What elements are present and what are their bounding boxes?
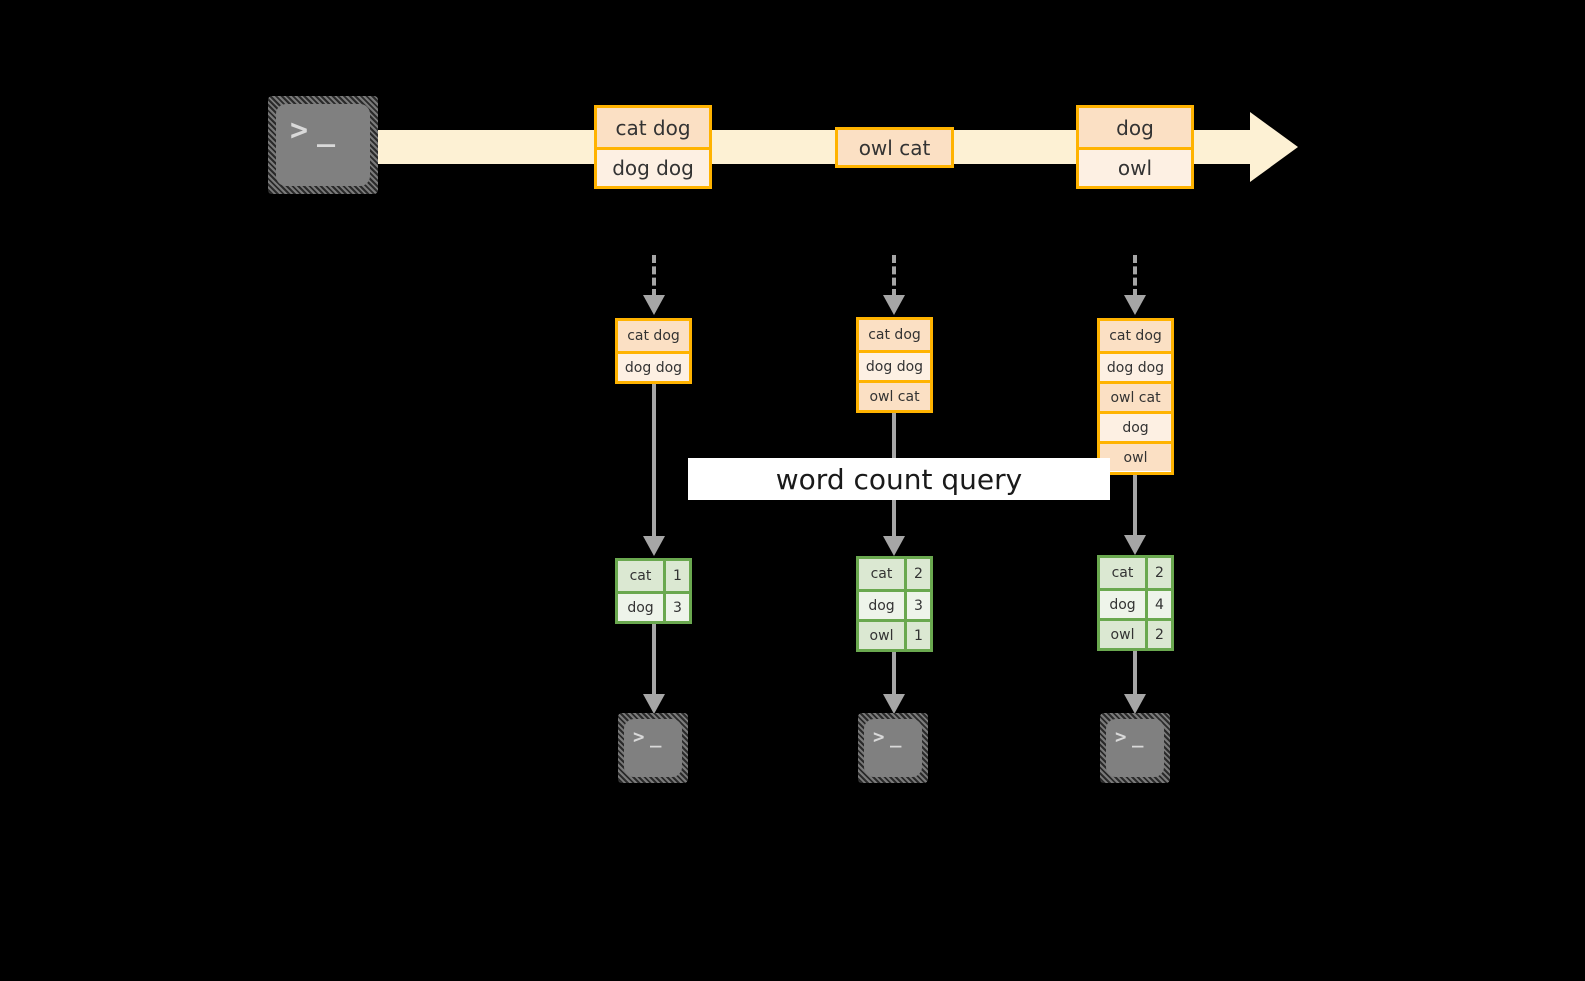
result-word-cell: owl <box>859 622 907 649</box>
trigger-2-sink-terminal-icon: > _ <box>858 713 928 783</box>
trigger-3-input-table: cat dog dog dog owl cat dog owl <box>1097 318 1174 475</box>
trigger-3-input-row: owl cat <box>1100 381 1171 411</box>
trigger-1-input-row: dog dog <box>618 351 689 381</box>
stream-batch-1: cat dog dog dog <box>594 105 712 189</box>
trigger-2-input-row: owl cat <box>859 380 930 410</box>
terminal-underscore-icon: _ <box>317 113 336 148</box>
trigger-3-sink-arrow <box>1124 651 1146 716</box>
stream-arrowhead <box>1250 112 1298 182</box>
result-word-cell: dog <box>618 594 666 621</box>
terminal-underscore-icon: _ <box>890 726 902 748</box>
trigger-1-sink-terminal-icon: > _ <box>618 713 688 783</box>
trigger-3-query-arrow <box>1124 475 1146 557</box>
trigger-1-dashed-arrow <box>643 255 665 317</box>
result-word-cell: cat <box>618 561 666 591</box>
table-row: dog 4 <box>1100 588 1171 618</box>
result-word-cell: cat <box>1100 558 1148 588</box>
terminal-chevron-icon: > <box>633 726 645 748</box>
table-row: dog 3 <box>859 589 930 619</box>
trigger-3-input-row: dog <box>1100 411 1171 441</box>
terminal-screen: > _ <box>1106 719 1164 777</box>
terminal-screen: > _ <box>624 719 682 777</box>
result-count-cell: 2 <box>907 559 930 589</box>
table-row: owl 1 <box>859 619 930 649</box>
terminal-chevron-icon: > <box>1115 726 1127 748</box>
trigger-3-input-row: dog dog <box>1100 351 1171 381</box>
result-count-cell: 3 <box>666 594 689 621</box>
stream-batch-3-line-2: owl <box>1079 147 1191 186</box>
result-count-cell: 2 <box>1148 558 1171 588</box>
trigger-1-query-arrow <box>643 384 665 558</box>
trigger-1-result-table: cat 1 dog 3 <box>615 558 692 624</box>
stream-batch-1-line-1: cat dog <box>597 108 709 147</box>
trigger-2-input-row: cat dog <box>859 320 930 350</box>
table-row: cat 1 <box>618 561 689 591</box>
trigger-2-input-table: cat dog dog dog owl cat <box>856 317 933 413</box>
table-row: owl 2 <box>1100 618 1171 648</box>
trigger-2-result-table: cat 2 dog 3 owl 1 <box>856 556 933 652</box>
stream-batch-2-line-1: owl cat <box>838 130 951 165</box>
result-count-cell: 1 <box>666 561 689 591</box>
query-label: word count query <box>688 458 1110 500</box>
terminal-chevron-icon: > <box>873 726 885 748</box>
table-row: cat 2 <box>859 559 930 589</box>
source-terminal-icon: > _ <box>268 96 378 194</box>
trigger-3-result-table: cat 2 dog 4 owl 2 <box>1097 555 1174 651</box>
table-row: dog 3 <box>618 591 689 621</box>
result-word-cell: owl <box>1100 621 1148 648</box>
terminal-screen: > _ <box>864 719 922 777</box>
stream-batch-3: dog owl <box>1076 105 1194 189</box>
trigger-2-input-row: dog dog <box>859 350 930 380</box>
stream-batch-2: owl cat <box>835 127 954 168</box>
result-word-cell: cat <box>859 559 907 589</box>
trigger-3-input-row: owl <box>1100 441 1171 471</box>
trigger-2-dashed-arrow <box>883 255 905 317</box>
trigger-3-sink-terminal-icon: > _ <box>1100 713 1170 783</box>
result-word-cell: dog <box>859 592 907 619</box>
trigger-2-sink-arrow <box>883 652 905 716</box>
stream-batch-1-line-2: dog dog <box>597 147 709 186</box>
result-count-cell: 4 <box>1148 591 1171 618</box>
stream-batch-3-line-1: dog <box>1079 108 1191 147</box>
terminal-screen: > _ <box>276 104 370 186</box>
result-count-cell: 2 <box>1148 621 1171 648</box>
trigger-1-input-row: cat dog <box>618 321 689 351</box>
terminal-underscore-icon: _ <box>1132 726 1144 748</box>
trigger-1-sink-arrow <box>643 624 665 716</box>
trigger-3-input-row: cat dog <box>1100 321 1171 351</box>
result-count-cell: 1 <box>907 622 930 649</box>
terminal-underscore-icon: _ <box>650 726 662 748</box>
result-word-cell: dog <box>1100 591 1148 618</box>
trigger-3-dashed-arrow <box>1124 255 1146 317</box>
table-row: cat 2 <box>1100 558 1171 588</box>
result-count-cell: 3 <box>907 592 930 619</box>
trigger-1-input-table: cat dog dog dog <box>615 318 692 384</box>
terminal-chevron-icon: > <box>290 113 309 148</box>
